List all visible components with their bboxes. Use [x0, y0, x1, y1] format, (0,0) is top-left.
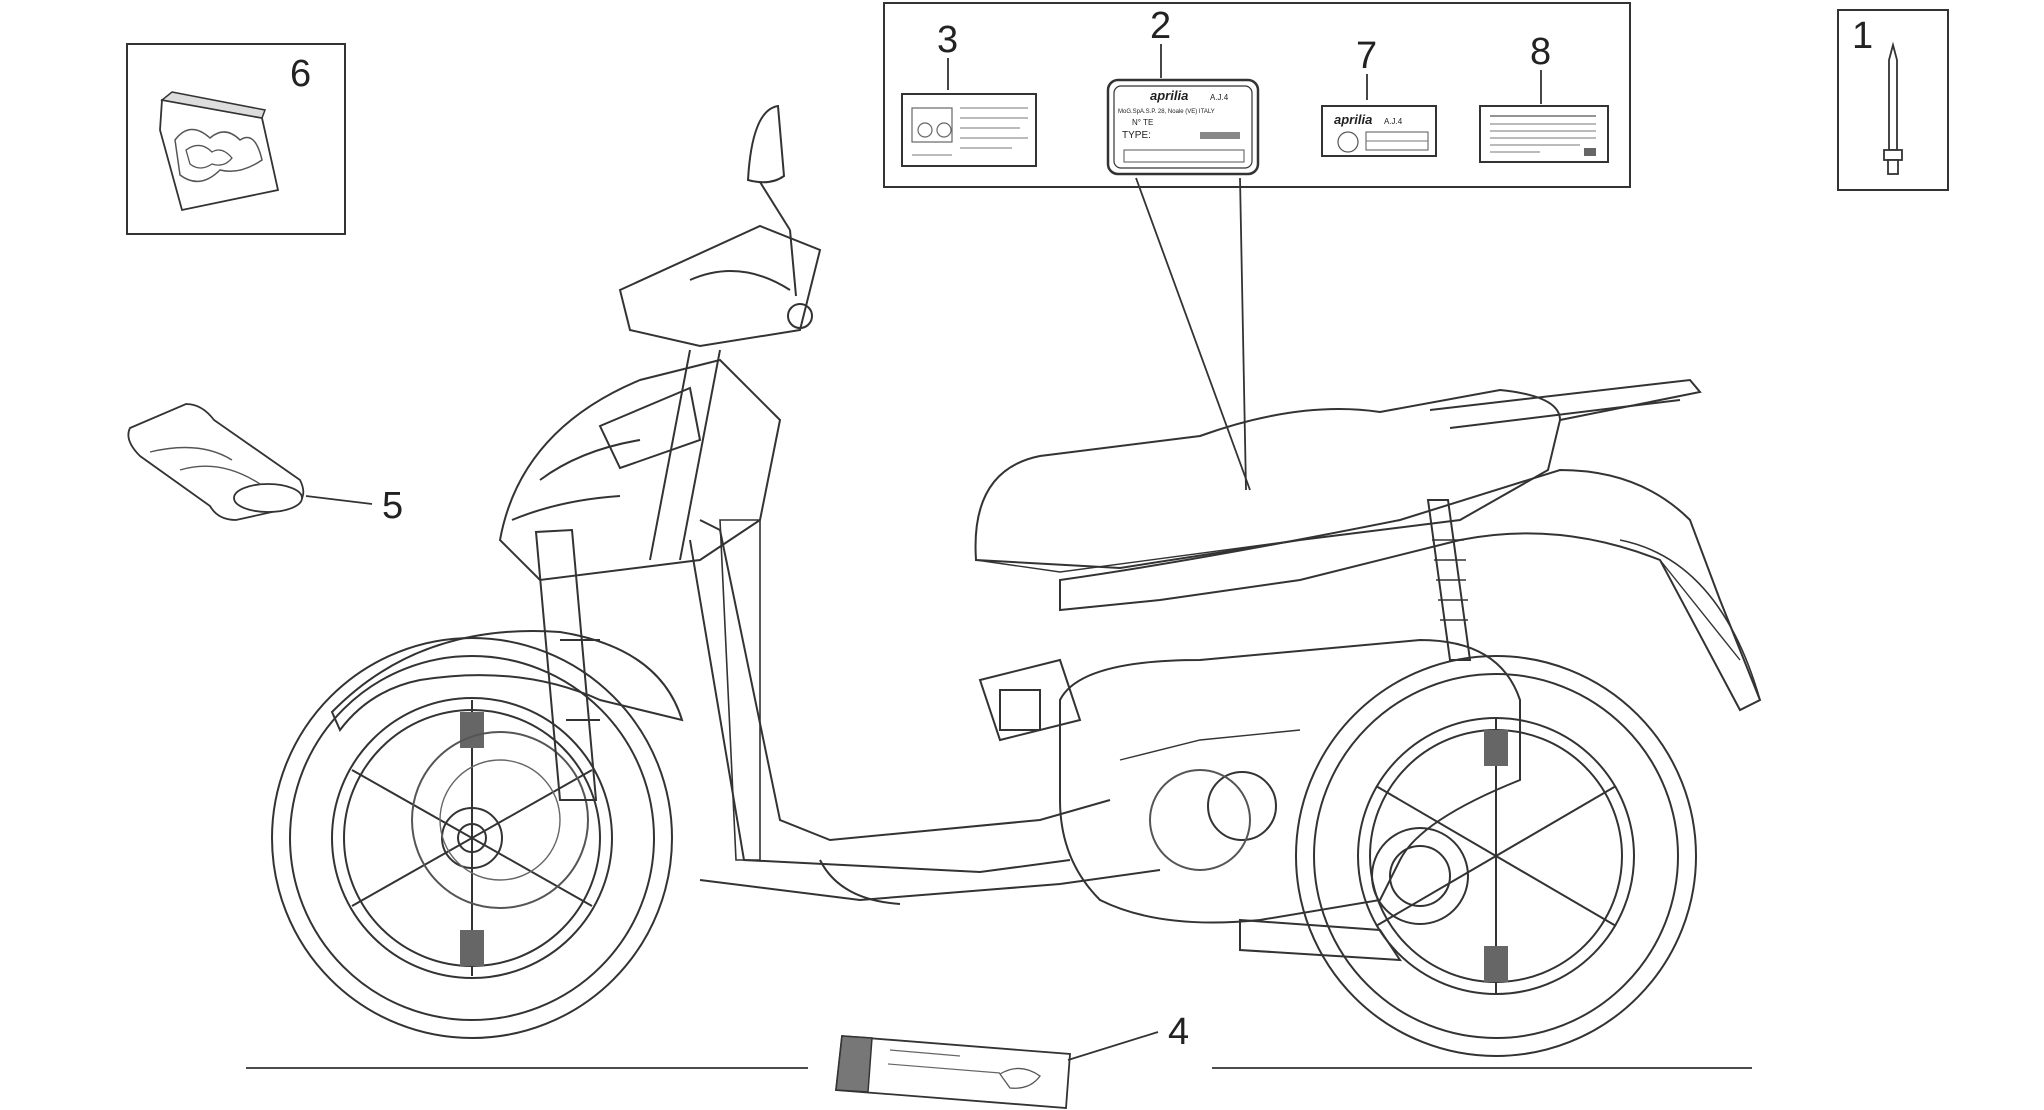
tool-pouch-item-5: 5 [127, 403, 403, 527]
scooter-drawing [271, 104, 1762, 1057]
label7-code: A.J.4 [1384, 117, 1403, 126]
labels-kit-box [883, 2, 1631, 491]
callout-2: 2 [1150, 5, 1171, 47]
label7-brand: aprilia [1334, 112, 1372, 127]
decal-kit-item-6: 6 [126, 43, 346, 235]
callout-3: 3 [937, 19, 958, 61]
owner-manual-item-4: 4 [246, 1011, 1752, 1109]
callout-7: 7 [1356, 35, 1377, 77]
rear-wheel [1295, 655, 1697, 1057]
callout-4: 4 [1168, 1011, 1189, 1053]
callout-8: 8 [1530, 31, 1551, 73]
info-label-item-8: 8 [1479, 31, 1609, 163]
plate-type: TYPE: [1122, 130, 1151, 141]
plate-brand: aprilia [1150, 88, 1188, 103]
plate-code: A.J.4 [1210, 93, 1229, 102]
plate-field: N° TE [1132, 118, 1153, 127]
id-plate-item-2: 2 aprilia A.J.4 MoG.SpA.S.P. 28, Noale (… [1106, 5, 1260, 176]
warning-label-item-3: 3 [901, 19, 1037, 167]
callout-5: 5 [382, 485, 403, 527]
callout-1: 1 [1852, 15, 1873, 57]
callout-6: 6 [290, 53, 311, 95]
front-wheel [271, 637, 673, 1039]
screw-item-1: 1 [1837, 9, 1949, 191]
plate-manufacturer: MoG.SpA.S.P. 28, Noale (VE) ITALY [1118, 109, 1215, 115]
aprilia-label-item-7: 7 aprilia A.J.4 [1321, 35, 1437, 157]
